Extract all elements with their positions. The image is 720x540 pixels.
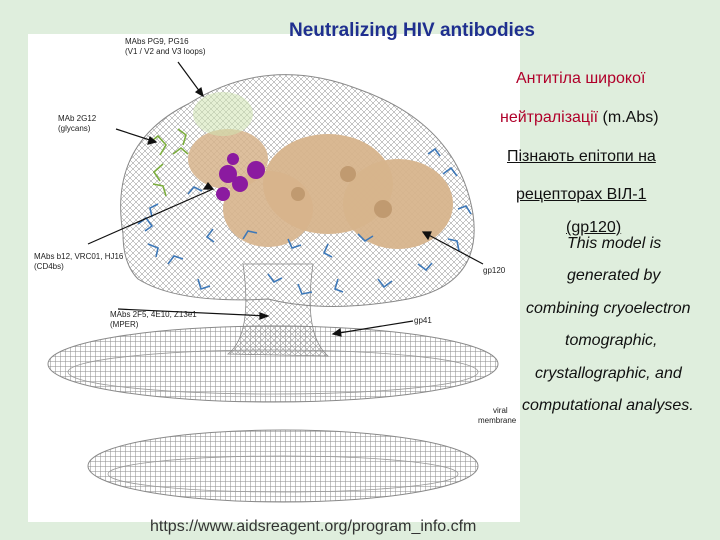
label-mper: (MPER) xyxy=(110,320,139,329)
label-gp120: gp120 xyxy=(483,266,506,275)
glycan-clusters xyxy=(137,147,472,295)
source-url: https://www.aidsreagent.org/program_info… xyxy=(150,518,477,535)
ukrainian-line-1: Антитіла широкої xyxy=(516,70,646,87)
caption-line-2: generated by xyxy=(567,267,661,284)
label-viral: viral xyxy=(493,406,508,415)
caption-line-5: crystallographic, and xyxy=(535,365,682,382)
caption-line-1: This model is xyxy=(567,235,662,252)
v1v2-loop-blob xyxy=(193,92,253,136)
caption-line-3: combining cryoelectron xyxy=(526,300,691,317)
ukrainian-line-2: нейтралізації (m.Abs) xyxy=(500,109,659,127)
label-cd4bs: (CD4bs) xyxy=(34,262,64,271)
label-b12-vrc01-hj16: MAbs b12, VRC01, HJ16 xyxy=(34,252,124,261)
ukrainian-line-2-black: (m.Abs) xyxy=(602,109,659,126)
label-pg9-pg16: MAbs PG9, PG16 xyxy=(125,37,189,46)
leader-arrows xyxy=(87,61,484,337)
label-glycans: (glycans) xyxy=(58,124,91,133)
ukrainian-line-3: Пізнають епітопи на xyxy=(507,148,656,165)
label-2f5-4e10-z13e1: MAbs 2F5, 4E10, Z13e1 xyxy=(110,310,197,319)
slide-title: Neutralizing HIV antibodies xyxy=(289,20,535,41)
ukrainian-line-2-red: нейтралізації xyxy=(500,109,599,126)
mab-2g12-structure xyxy=(147,128,189,197)
caption-line-4: tomographic, xyxy=(565,332,658,349)
label-gp41: gp41 xyxy=(414,316,432,325)
envelope-model-illustration xyxy=(47,61,499,503)
ukrainian-line-4: рецепторах ВІЛ-1 xyxy=(516,186,647,203)
label-2g12: MAb 2G12 xyxy=(58,114,97,123)
caption-line-6: computational analyses. xyxy=(522,397,694,414)
viral-membrane-mesh xyxy=(47,325,499,503)
hiv-envelope-figure: MAbs PG9, PG16 (V1 / V2 and V3 loops) MA… xyxy=(28,34,520,522)
gp120-surfaces xyxy=(188,129,453,249)
epitope-highlight xyxy=(216,153,265,201)
label-v1v2-v3-loops: (V1 / V2 and V3 loops) xyxy=(125,47,206,56)
ukrainian-line-5: (gp120) xyxy=(566,219,622,236)
label-membrane: membrane xyxy=(478,416,517,425)
